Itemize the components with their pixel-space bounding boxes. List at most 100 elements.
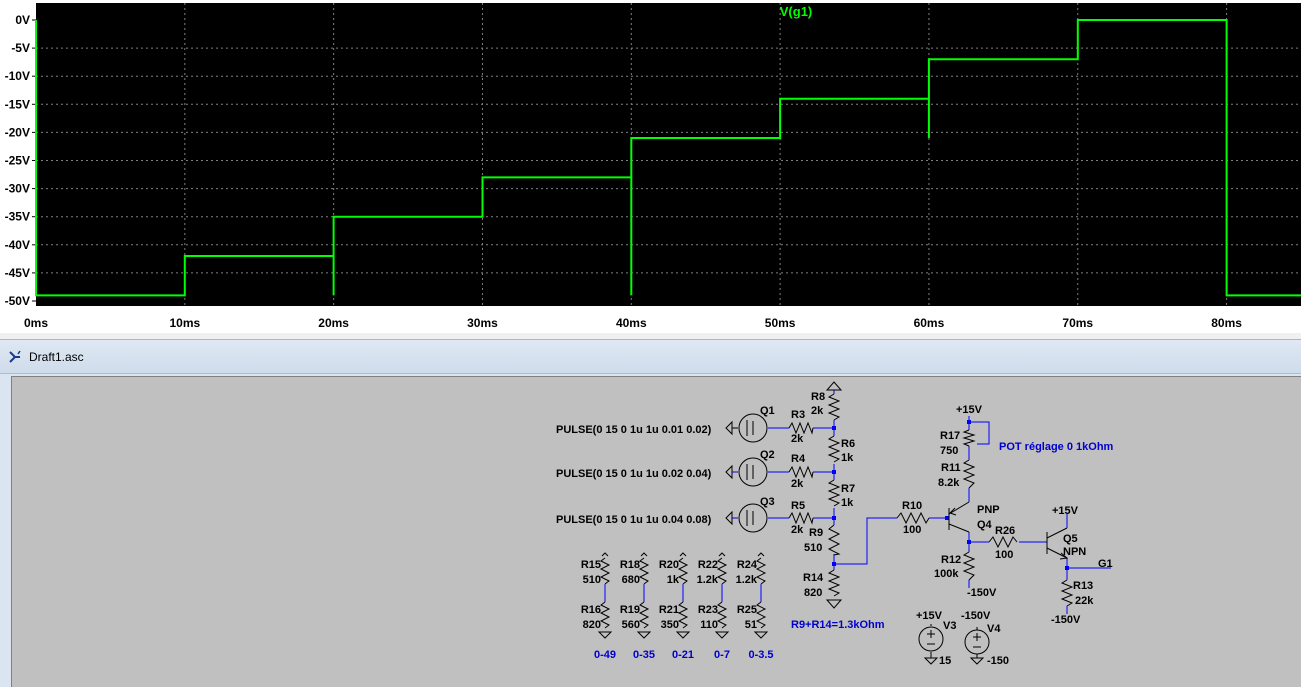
resistor-r3[interactable]	[788, 421, 814, 435]
net-m150-r12[interactable]: -150V	[967, 587, 997, 599]
note-r9-r14[interactable]: R9+R14=1.3kOhm	[791, 619, 885, 631]
resistor-r17[interactable]	[962, 429, 976, 447]
net-p15-q4[interactable]: +15V	[956, 404, 983, 416]
label-v4: V4	[987, 623, 1001, 635]
y-tick-label: -40V	[5, 238, 30, 252]
table-range[interactable]: 0-3.5	[748, 649, 773, 661]
x-tick-label: 40ms	[616, 316, 647, 330]
ground-symbols	[825, 381, 843, 609]
x-tick-label: 80ms	[1211, 316, 1242, 330]
value-r12: 100k	[934, 568, 959, 580]
label-q3: Q3	[760, 496, 775, 508]
table-bottom-value: 110	[700, 619, 718, 631]
value-r10: 100	[903, 524, 921, 536]
net-m150-r13[interactable]: -150V	[1051, 614, 1081, 626]
table-resistor-bottom[interactable]	[755, 601, 767, 629]
value-r14: 820	[804, 587, 822, 599]
table-resistor-top[interactable]	[638, 557, 650, 585]
table-top-value: 510	[583, 574, 601, 586]
trace-label[interactable]: V(g1)	[780, 4, 813, 19]
x-tick-label: 50ms	[765, 316, 796, 330]
waveform-plot[interactable]: 0V-5V-10V-15V-20V-25V-30V-35V-40V-45V-50…	[0, 0, 1301, 333]
label-r13: R13	[1073, 580, 1093, 592]
pulse-source-q3[interactable]	[738, 503, 768, 533]
label-r9: R9	[809, 527, 823, 539]
resistor-r12[interactable]	[962, 551, 976, 581]
resistor-r14[interactable]	[827, 569, 841, 597]
label-r12: R12	[941, 554, 961, 566]
transistor-q4-pnp[interactable]	[948, 501, 970, 533]
table-range[interactable]: 0-49	[594, 649, 616, 661]
table-range[interactable]: 0-35	[633, 649, 655, 661]
label-q5-type: NPN	[1063, 546, 1086, 558]
label-q2: Q2	[760, 449, 775, 461]
waveform-plot-pane[interactable]: 0V-5V-10V-15V-20V-25V-30V-35V-40V-45V-50…	[0, 0, 1301, 333]
table-range[interactable]: 0-7	[714, 649, 730, 661]
y-tick-label: -5V	[11, 41, 30, 55]
table-bottom-name: R21	[659, 604, 679, 616]
x-tick-label: 0ms	[24, 316, 48, 330]
schematic-titlebar[interactable]: Draft1.asc	[0, 340, 1301, 374]
table-top-arrow	[601, 552, 609, 557]
resistor-r26[interactable]	[988, 535, 1018, 549]
table-bottom-value: 350	[661, 619, 679, 631]
table-resistor-bottom[interactable]	[716, 601, 728, 629]
resistor-r7[interactable]	[827, 479, 841, 507]
resistor-r8[interactable]	[827, 393, 841, 421]
net-p15-v3[interactable]: +15V	[916, 610, 943, 622]
schematic-title: Draft1.asc	[29, 350, 84, 364]
value-r6: 1k	[841, 452, 854, 464]
value-r5: 2k	[791, 524, 804, 536]
pulse-source-q2[interactable]	[738, 457, 768, 487]
transistor-q5-npn[interactable]	[1046, 527, 1069, 560]
table-top-arrow	[679, 552, 687, 557]
resistor-r11[interactable]	[962, 459, 976, 489]
table-range[interactable]: 0-21	[672, 649, 694, 661]
value-r17: 750	[940, 445, 958, 457]
table-resistor-bottom[interactable]	[677, 601, 689, 629]
label-r3: R3	[791, 409, 805, 421]
table-top-name: R24	[737, 559, 758, 571]
pulse-text-2[interactable]: PULSE(0 15 0 1u 1u 0.02 0.04)	[556, 468, 712, 480]
net-p15-q5[interactable]: +15V	[1052, 505, 1079, 517]
net-m150-v4[interactable]: -150V	[961, 610, 991, 622]
pulse-text-3[interactable]: PULSE(0 15 0 1u 1u 0.04 0.08)	[556, 514, 712, 526]
table-top-name: R22	[698, 559, 718, 571]
table-resistor-top[interactable]	[716, 557, 728, 585]
trace-v-g1[interactable]	[35, 19, 1301, 297]
x-tick-label: 70ms	[1062, 316, 1093, 330]
resistor-r13[interactable]	[1060, 579, 1074, 607]
table-bottom-name: R16	[581, 604, 601, 616]
resistor-r9[interactable]	[827, 524, 841, 556]
value-r4: 2k	[791, 478, 804, 490]
pane-divider[interactable]	[0, 333, 1301, 339]
net-g1[interactable]: G1	[1098, 558, 1113, 570]
table-resistor-bottom[interactable]	[599, 601, 611, 629]
source-ground-arrows	[725, 420, 733, 526]
label-r7: R7	[841, 483, 855, 495]
pulse-text-1[interactable]: PULSE(0 15 0 1u 1u 0.01 0.02)	[556, 424, 712, 436]
table-resistor-top[interactable]	[755, 557, 767, 585]
voltage-source-v3[interactable]	[918, 624, 944, 665]
resistor-r5[interactable]	[788, 511, 814, 525]
table-resistor-top[interactable]	[677, 557, 689, 585]
resistor-r4[interactable]	[788, 465, 814, 479]
table-top-value: 1k	[667, 574, 680, 586]
value-r13: 22k	[1075, 595, 1094, 607]
table-ground	[636, 631, 652, 639]
voltage-source-v4[interactable]	[964, 627, 990, 665]
resistor-r10[interactable]	[896, 511, 930, 525]
label-v3: V3	[943, 620, 956, 632]
y-tick-label: -10V	[5, 69, 30, 83]
table-resistor-top[interactable]	[599, 557, 611, 585]
label-r17: R17	[940, 430, 960, 442]
table-resistor-bottom[interactable]	[638, 601, 650, 629]
schematic-canvas[interactable]: PULSE(0 15 0 1u 1u 0.01 0.02) PULSE(0 15…	[11, 376, 1301, 687]
note-pot[interactable]: POT réglage 0 1kOhm	[999, 441, 1114, 453]
pulse-source-q1[interactable]	[732, 413, 768, 443]
value-r3: 2k	[791, 433, 804, 445]
resistor-r6[interactable]	[827, 435, 841, 463]
